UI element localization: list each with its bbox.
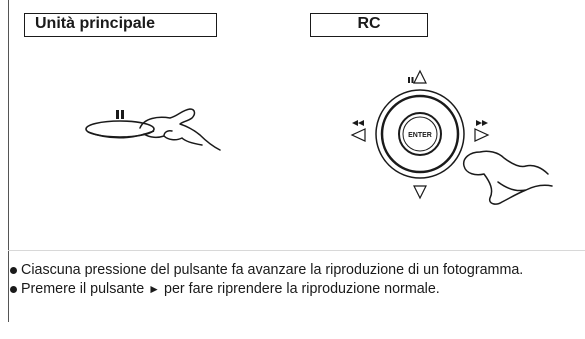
remote-control-illustration: ENTER bbox=[350, 69, 553, 205]
bullet-icon bbox=[10, 286, 17, 293]
note-item: Ciascuna pressione del pulsante fa avanz… bbox=[10, 261, 585, 280]
bullet-icon bbox=[10, 267, 17, 274]
play-icon: ► bbox=[148, 282, 161, 296]
main-unit-label: Unità principale bbox=[24, 13, 217, 37]
main-unit-illustration bbox=[85, 108, 221, 151]
pause-button-icon bbox=[85, 110, 155, 139]
enter-button: ENTER bbox=[398, 112, 442, 156]
instruction-notes: Ciascuna pressione del pulsante fa avanz… bbox=[10, 261, 585, 299]
remote-control-label: RC bbox=[310, 13, 428, 37]
fast-forward-icon bbox=[474, 120, 490, 142]
pressing-hand-icon bbox=[462, 150, 553, 205]
note-text-after: per fare riprendere la riproduzione norm… bbox=[160, 281, 440, 297]
enter-label: ENTER bbox=[408, 132, 432, 139]
rewind-icon bbox=[350, 120, 366, 142]
down-arrow-icon bbox=[413, 185, 427, 200]
pause-step-up-icon bbox=[408, 69, 427, 84]
note-text: Ciascuna pressione del pulsante fa avanz… bbox=[21, 262, 524, 278]
note-text-before: Premere il pulsante bbox=[21, 281, 149, 297]
page-left-border bbox=[8, 0, 9, 322]
note-item: Premere il pulsante ► per fare riprender… bbox=[10, 280, 585, 299]
caption-divider bbox=[8, 250, 585, 251]
pressing-hand-icon bbox=[139, 108, 221, 151]
